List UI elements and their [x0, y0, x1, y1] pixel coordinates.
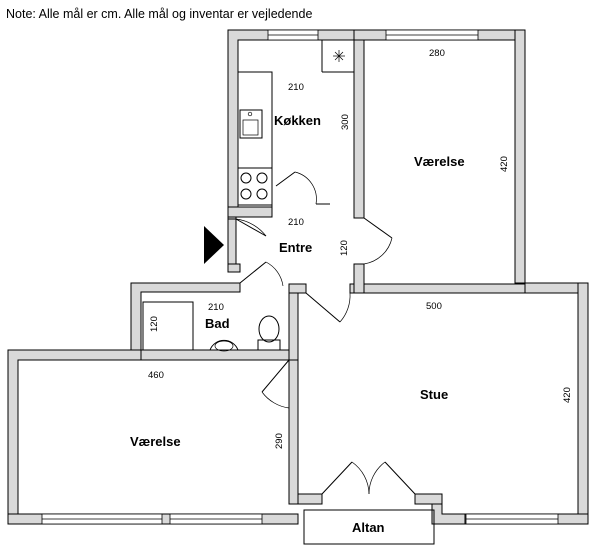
altan-balcony — [303, 509, 435, 545]
wall-bad-bottom — [130, 349, 290, 361]
dim-stue-width: 500 — [426, 301, 442, 312]
door-kitchen — [275, 171, 330, 205]
dim-kokken-width: 210 — [288, 82, 304, 93]
stove-icon — [237, 167, 273, 206]
bath-fixtures — [142, 301, 281, 352]
door-bad — [239, 261, 284, 287]
wall-vaerelse-left-upper — [353, 39, 365, 219]
room-label-bad: Bad — [205, 316, 230, 331]
wall-entry-bottom-left — [227, 263, 241, 273]
windows — [41, 29, 559, 525]
window-vaerelse-top — [385, 29, 479, 41]
wall-stue-right — [577, 282, 589, 525]
toilet-icon — [257, 315, 281, 351]
room-label-vaerelse-bottom: Værelse — [130, 434, 181, 449]
window-stue — [465, 513, 559, 525]
door-stue — [305, 292, 351, 323]
dim-vaerelse-top-width: 280 — [429, 48, 445, 59]
wall-stue-vaerelse — [288, 355, 299, 505]
wall-vaerelse-right — [514, 29, 526, 286]
door-altan — [321, 461, 416, 495]
room-label-stue: Stue — [420, 387, 448, 402]
dim-stue-depth: 420 — [562, 387, 573, 403]
dim-vaerelse-top-depth: 420 — [499, 156, 510, 172]
door-vaerelse-top — [363, 217, 393, 265]
dim-bad-depth: 120 — [149, 316, 160, 332]
wall-stue-vaerelse-top — [288, 292, 299, 361]
wall-stue-top-right — [514, 282, 589, 294]
door-vaerelse-bottom — [261, 359, 290, 409]
dim-bad-width: 210 — [208, 302, 224, 313]
dim-entre-width: 210 — [288, 217, 304, 228]
wall-bad-entry-divider — [288, 283, 307, 294]
room-label-altan: Altan — [352, 520, 385, 535]
window-vaerelse-bottom-1 — [41, 513, 163, 525]
wall-vaerelse-bottom-outer — [7, 349, 142, 525]
room-label-kokken: Køkken — [274, 113, 321, 128]
walls — [7, 29, 589, 525]
wall-kitchen-bottom — [227, 206, 273, 218]
window-kitchen — [267, 29, 319, 41]
wall-vaerelse-left-lower — [353, 263, 365, 294]
window-vaerelse-bottom-2 — [169, 513, 263, 525]
wall-vaerelse-stue — [349, 283, 526, 294]
kitchen-sink-icon — [239, 109, 263, 139]
dim-vaerelse-bottom-width: 460 — [148, 370, 164, 381]
door-entry — [227, 218, 267, 265]
dim-kokken-depth: 300 — [340, 114, 351, 130]
exhaust-fan-icon — [333, 50, 345, 62]
kitchen-fixtures — [237, 40, 354, 208]
kitchen-counter — [238, 71, 273, 208]
entrance-arrow-icon — [204, 226, 224, 264]
plan-note: Note: Alle mål er cm. Alle mål og invent… — [6, 7, 312, 21]
doors — [227, 171, 416, 495]
wall-stue-bottom-right-of-door — [414, 493, 443, 505]
room-label-entre: Entre — [279, 240, 312, 255]
dim-vaerelse-bottom-depth: 290 — [274, 433, 285, 449]
room-label-vaerelse-top: Værelse — [414, 154, 465, 169]
wall-stue-bottom-left — [296, 493, 323, 505]
dim-entre-depth: 120 — [339, 240, 350, 256]
washbasin-icon — [209, 339, 239, 352]
